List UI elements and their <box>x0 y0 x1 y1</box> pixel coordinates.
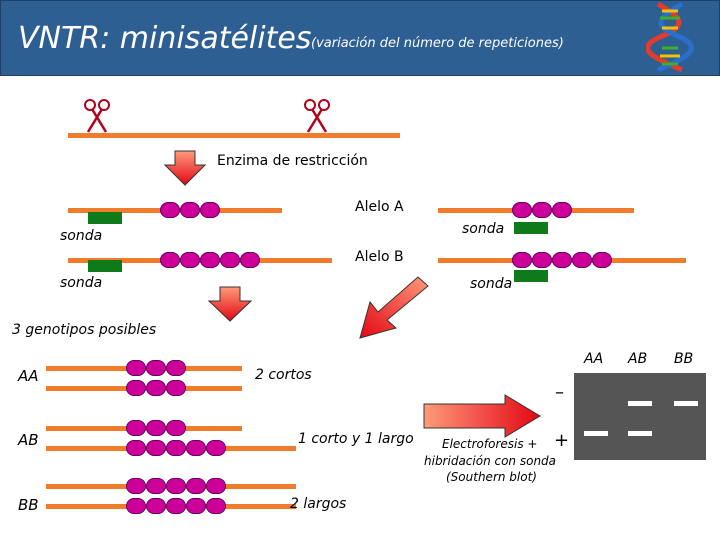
genotype-name: BB <box>18 496 39 514</box>
scissors-icon <box>304 99 330 133</box>
allele-b-label: Alelo B <box>355 249 404 265</box>
repeat-unit <box>166 478 186 494</box>
repeat-unit <box>146 380 166 396</box>
repeat-unit <box>160 202 180 218</box>
right-arrow-icon <box>423 394 541 438</box>
down-arrow-icon <box>208 286 252 322</box>
repeat-unit <box>146 478 166 494</box>
scissors-icon <box>84 99 110 133</box>
probe-label: sonda <box>60 275 103 291</box>
down-arrow-icon <box>164 150 206 186</box>
genotype-result: 1 corto y 1 largo <box>298 431 414 447</box>
repeat-unit <box>532 252 552 268</box>
repeat-unit <box>206 498 226 514</box>
repeat-unit <box>126 498 146 514</box>
repeat-unit <box>126 420 146 436</box>
repeat-unit <box>126 380 146 396</box>
repeat-unit <box>166 420 186 436</box>
allele-a-label: Alelo A <box>355 199 404 215</box>
probe-marker <box>514 270 548 282</box>
repeat-unit <box>146 498 166 514</box>
genotype-name: AA <box>18 367 39 385</box>
gel-band-short <box>628 431 652 436</box>
anode-sign: + <box>554 430 570 451</box>
repeat-unit <box>532 202 552 218</box>
probe-label: sonda <box>462 221 505 237</box>
repeat-unit <box>200 202 220 218</box>
electrophoresis-gel <box>574 373 706 460</box>
genotype-result: 2 largos <box>290 496 347 512</box>
repeat-unit <box>512 252 532 268</box>
page-title: VNTR: minisatélites <box>18 21 312 56</box>
repeat-unit <box>552 252 572 268</box>
genotype-name: AB <box>18 431 39 449</box>
repeat-unit <box>126 440 146 456</box>
gel-band-long <box>628 401 652 406</box>
probe-label: sonda <box>60 228 103 244</box>
dna-helix-icon <box>646 2 694 72</box>
lane-label: AA <box>584 351 604 367</box>
cathode-sign: – <box>555 382 564 403</box>
repeat-unit <box>160 252 180 268</box>
electrophoresis-label: Electroforesis + <box>442 437 538 451</box>
repeat-unit <box>146 360 166 376</box>
probe-marker <box>88 260 122 272</box>
gel-band-long <box>674 401 698 406</box>
repeat-unit <box>166 498 186 514</box>
diagonal-arrow-icon <box>359 276 429 339</box>
electrophoresis-label: (Southern blot) <box>446 470 537 484</box>
probe-label: sonda <box>470 276 513 292</box>
repeat-unit <box>592 252 612 268</box>
repeat-unit <box>186 478 206 494</box>
repeat-unit <box>180 202 200 218</box>
repeat-unit <box>200 252 220 268</box>
repeat-unit <box>180 252 200 268</box>
repeat-unit <box>126 360 146 376</box>
gel-band-short <box>584 431 608 436</box>
page-subtitle: (variación del número de repeticiones) <box>311 36 564 51</box>
header-banner <box>0 0 720 76</box>
genotype-result: 2 cortos <box>255 367 312 383</box>
electrophoresis-label: hibridación con sonda <box>424 454 557 468</box>
repeat-unit <box>186 498 206 514</box>
repeat-unit <box>552 202 572 218</box>
repeat-unit <box>166 360 186 376</box>
repeat-unit <box>146 440 166 456</box>
repeat-unit <box>220 252 240 268</box>
repeat-unit <box>186 440 206 456</box>
probe-marker <box>514 222 548 234</box>
repeat-unit <box>572 252 592 268</box>
dna-strand <box>68 133 400 138</box>
repeat-unit <box>126 478 146 494</box>
repeat-unit <box>240 252 260 268</box>
genotypes-title: 3 genotipos posibles <box>12 322 157 338</box>
lane-label: BB <box>674 351 694 367</box>
repeat-unit <box>206 440 226 456</box>
repeat-unit <box>166 380 186 396</box>
repeat-unit <box>166 440 186 456</box>
lane-label: AB <box>628 351 648 367</box>
probe-marker <box>88 212 122 224</box>
repeat-unit <box>206 478 226 494</box>
enzyme-label: Enzima de restricción <box>217 153 368 169</box>
repeat-unit <box>146 420 166 436</box>
repeat-unit <box>512 202 532 218</box>
